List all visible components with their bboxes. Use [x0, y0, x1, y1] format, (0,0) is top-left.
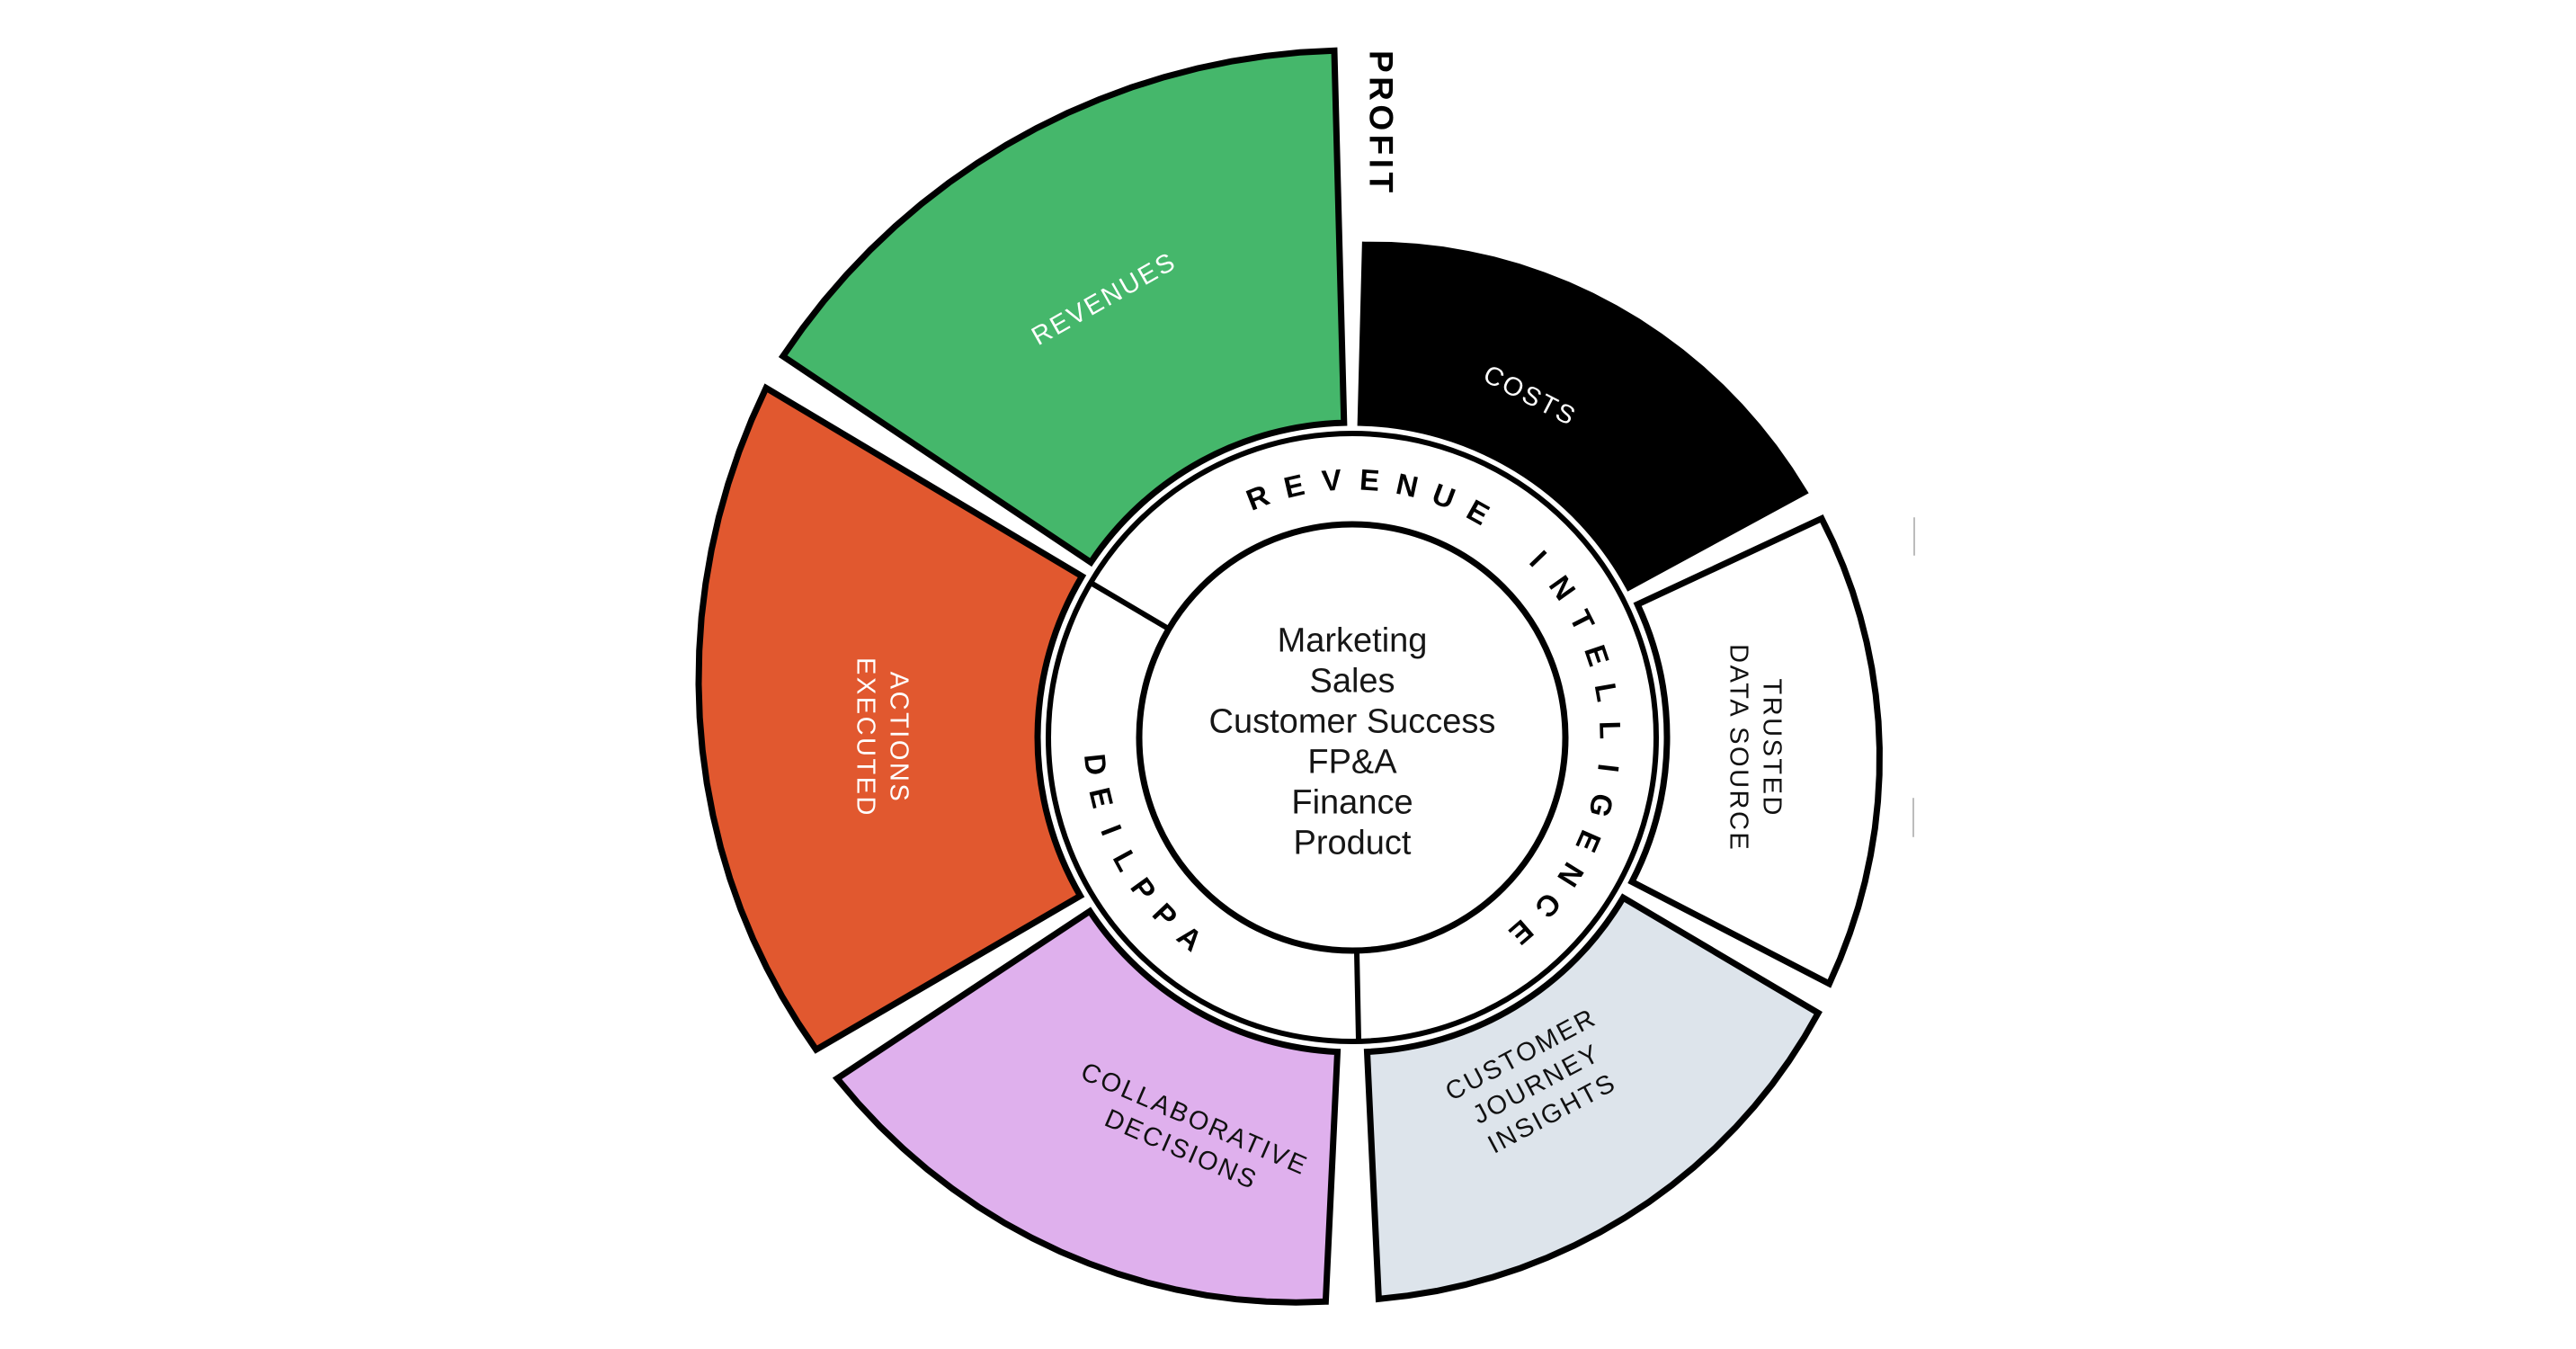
ring-char: E	[1359, 462, 1380, 496]
center-text-line: FP&A	[1307, 744, 1397, 782]
segment-label-line: TRUSTED	[1757, 678, 1786, 817]
ring-divider-1	[1354, 951, 1361, 1040]
segment-costs: COSTS	[1357, 241, 1809, 592]
ring-char: I	[1591, 762, 1626, 773]
ring-divider-2	[1091, 581, 1169, 630]
ring-char: V	[1321, 463, 1343, 498]
segment-shape-executed-actions	[695, 383, 1087, 1054]
center-text-line: Product	[1294, 825, 1412, 862]
center-text-line: Sales	[1309, 663, 1395, 701]
segment-revenues: REVENUES	[778, 47, 1348, 567]
center-text-line: Customer Success	[1209, 703, 1496, 741]
center-text-line: Marketing	[1278, 622, 1428, 660]
segment-shape-costs	[1357, 241, 1809, 592]
segment-label-line: DATA SOURCE	[1724, 644, 1752, 852]
profit-label: PROFIT	[1363, 50, 1400, 197]
segment-shape-collaborative-decisions	[832, 907, 1341, 1306]
inner-circle	[1136, 521, 1569, 954]
segment-shape-revenues	[778, 47, 1348, 567]
segment-shape-customer-journey-insights	[1363, 893, 1823, 1303]
ring-char: L	[1593, 720, 1627, 739]
segment-label-line: ACTIONS	[885, 672, 914, 803]
segment-label-line: EXECUTED	[851, 657, 880, 817]
segment-shape-trusted-data-source	[1627, 514, 1883, 988]
center-text-line: Finance	[1291, 784, 1413, 822]
ring-char: D	[1078, 752, 1113, 777]
